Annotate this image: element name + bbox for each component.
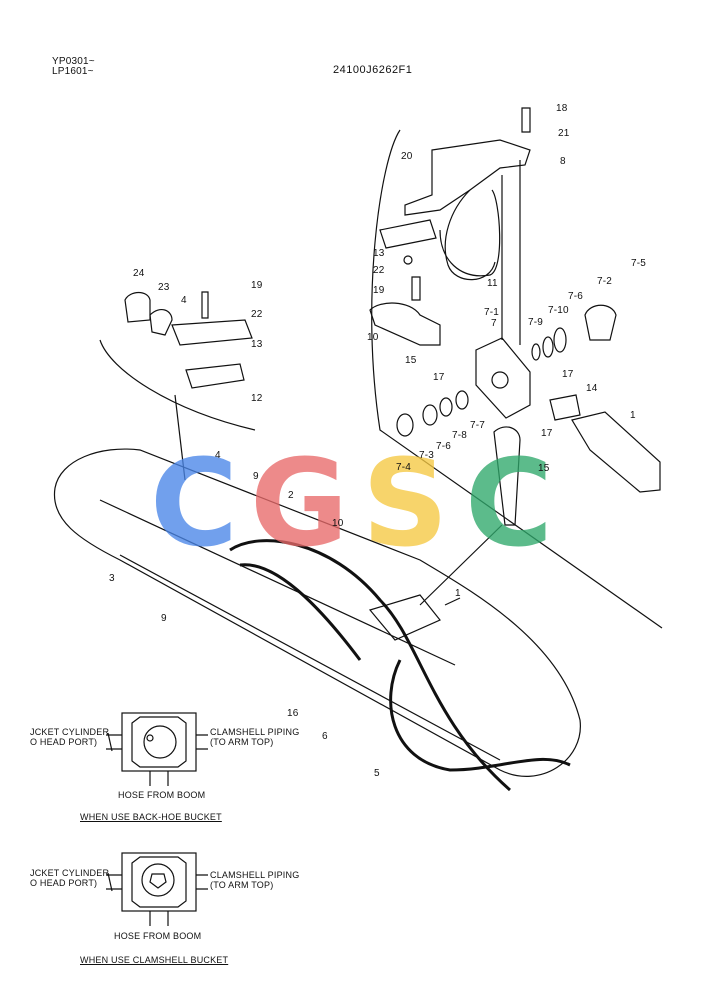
arm-body	[53, 448, 581, 777]
schematic-backhoe	[106, 712, 208, 786]
callout-22: 22	[373, 265, 385, 276]
callout-9: 9	[253, 471, 259, 482]
u-bolt-part	[439, 189, 501, 277]
callout-17c: 17	[541, 428, 553, 439]
callout-7-2: 7-2	[597, 276, 613, 287]
callout-9b: 9	[161, 613, 167, 624]
detail-boundary-left	[99, 339, 256, 431]
schematic-clamshell	[106, 852, 208, 926]
callout-13: 13	[373, 248, 385, 259]
svg-text:S: S	[362, 435, 448, 574]
callout-10b: 10	[332, 518, 344, 529]
callout-11: 11	[487, 278, 498, 289]
watermark-logo: C G S C	[150, 435, 553, 574]
callout-7: 7	[491, 318, 497, 329]
callout-23: 23	[158, 282, 170, 293]
callout-20: 20	[401, 151, 413, 162]
callout-4b: 4	[215, 450, 221, 461]
cylinder-part	[571, 411, 661, 493]
s2-bottom-label: HOSE FROM BOOM	[114, 931, 202, 941]
callout-1b: 1	[455, 588, 461, 599]
s1-caption: WHEN USE BACK-HOE BUCKET	[80, 812, 222, 822]
s1-left-label-1: JCKET CYLINDER	[30, 727, 110, 737]
callout-7-8: 7-8	[452, 430, 468, 441]
callout-17b: 17	[562, 369, 574, 380]
callout-7-1: 7-1	[484, 307, 500, 318]
svg-text:C: C	[150, 435, 238, 574]
callout-19: 19	[373, 285, 385, 296]
callout-15b: 15	[538, 463, 550, 474]
callout-6: 6	[322, 731, 328, 742]
callout-17: 17	[433, 372, 445, 383]
s1-right-label-1: CLAMSHELL PIPING	[210, 727, 300, 737]
callout-7-6: 7-6	[568, 291, 584, 302]
s1-right-label-2: (TO ARM TOP)	[210, 737, 274, 747]
s1-left-label-2: O HEAD PORT)	[30, 737, 98, 747]
svg-text:G: G	[250, 435, 349, 574]
callout-7-5: 7-5	[631, 258, 647, 269]
callout-15: 15	[405, 355, 417, 366]
callout-7-10: 7-10	[548, 305, 569, 316]
callout-18: 18	[556, 103, 568, 114]
callout-7-3: 7-3	[419, 450, 435, 461]
callout-7-4: 7-4	[396, 462, 412, 473]
document-number: 24100J6262F1	[333, 64, 413, 76]
hose-lines	[229, 539, 511, 792]
callout-19b: 19	[251, 280, 263, 291]
callout-7-7: 7-7	[470, 420, 486, 431]
callout-8: 8	[560, 156, 566, 167]
s2-left-label-2: O HEAD PORT)	[30, 878, 98, 888]
callout-21: 21	[558, 128, 570, 139]
callout-10: 10	[367, 332, 379, 343]
callout-7-9: 7-9	[528, 317, 544, 328]
callout-14: 14	[586, 383, 598, 394]
detail-boundary-right	[371, 129, 663, 629]
callout-7-6b: 7-6	[436, 441, 452, 452]
svg-text:C: C	[465, 435, 553, 574]
model-code-1: YP0301~	[52, 56, 95, 67]
callout-3: 3	[109, 573, 115, 584]
callout-5: 5	[374, 768, 380, 779]
valve-block-part	[475, 337, 531, 419]
callout-4: 4	[181, 295, 187, 306]
callout-16: 16	[287, 708, 299, 719]
swivel-pipe-part	[369, 302, 441, 346]
model-code-2: LP1601~	[52, 66, 94, 77]
bracket-part	[404, 139, 531, 216]
s1-bottom-label: HOSE FROM BOOM	[118, 790, 206, 800]
s2-caption: WHEN USE CLAMSHELL BUCKET	[80, 955, 229, 965]
s2-right-label-2: (TO ARM TOP)	[210, 880, 274, 890]
s2-left-label-1: JCKET CYLINDER	[30, 868, 110, 878]
callout-2: 2	[288, 490, 294, 501]
callout-12: 12	[251, 393, 263, 404]
callout-1: 1	[630, 410, 636, 421]
callout-24: 24	[133, 268, 145, 279]
callout-22b: 22	[251, 309, 263, 320]
s2-right-label-1: CLAMSHELL PIPING	[210, 870, 300, 880]
callout-13b: 13	[251, 339, 263, 350]
